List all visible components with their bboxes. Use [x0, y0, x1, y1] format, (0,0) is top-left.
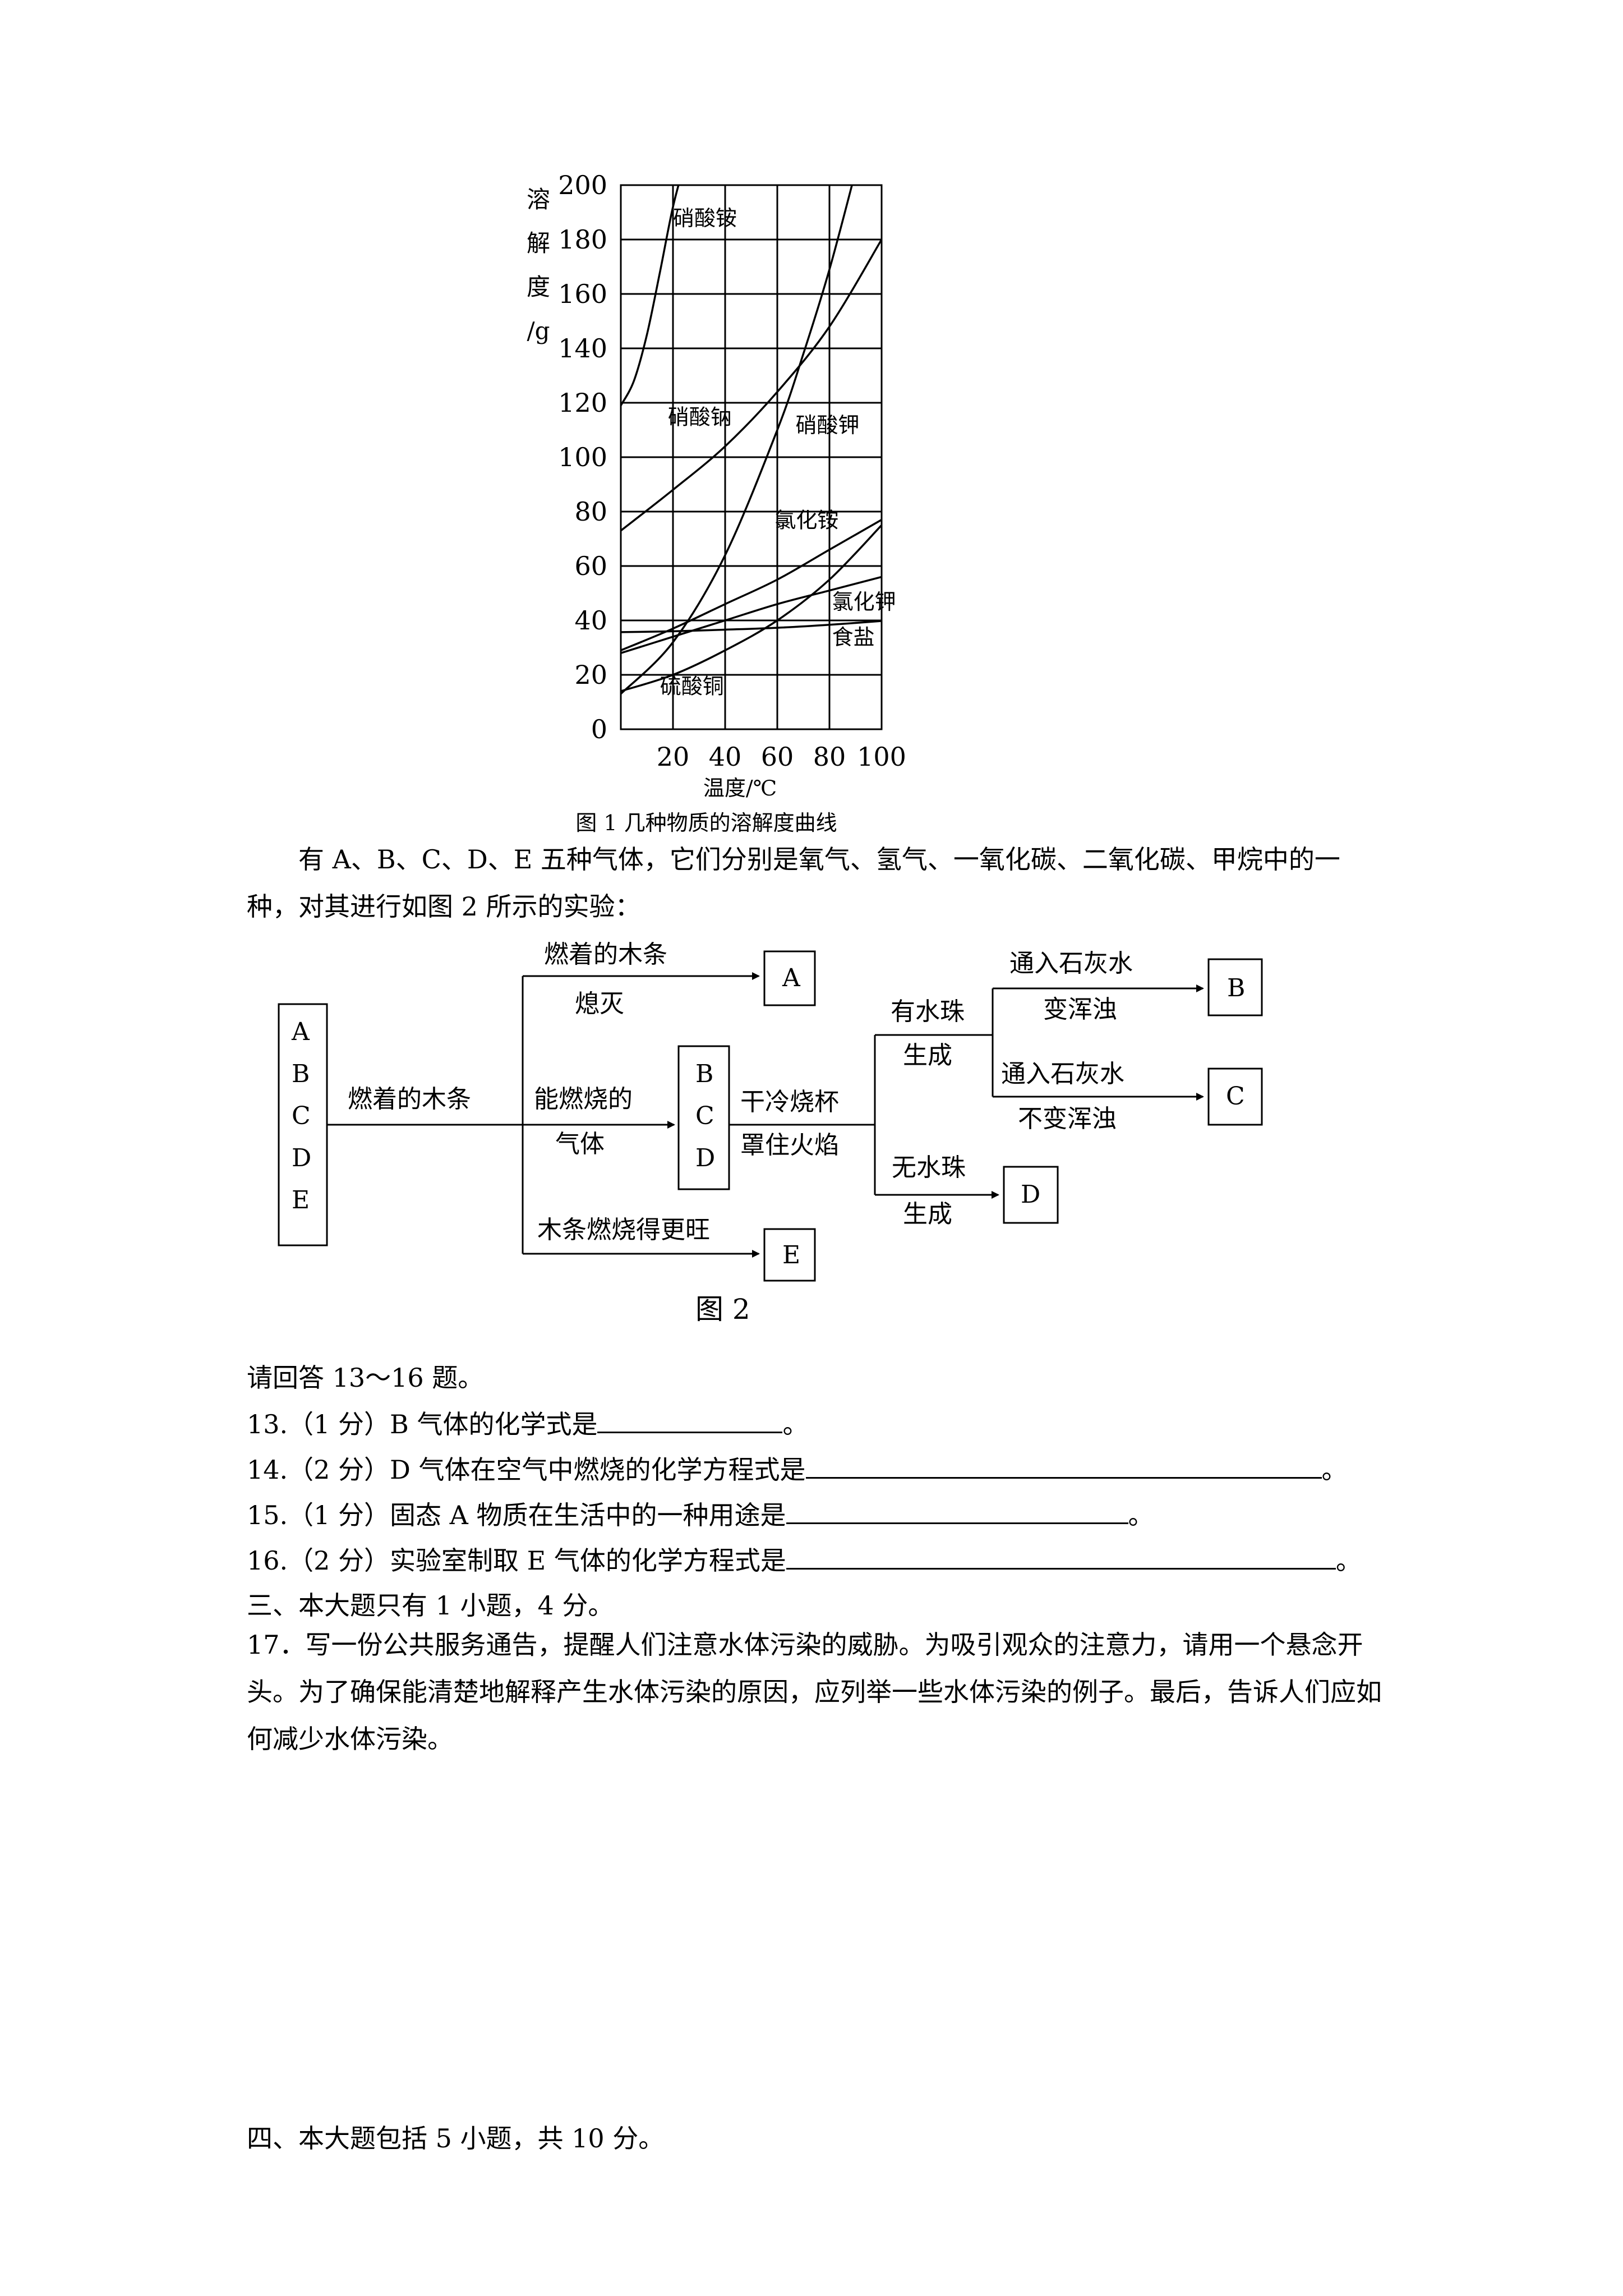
series-label: 氯化钾 [832, 590, 896, 614]
question-14: 14.（2 分）D 气体在空气中燃烧的化学方程式是 。 [247, 1452, 1348, 1487]
lime2-label-1: 通入石灰水 [1001, 1060, 1124, 1088]
box-b-label: B [1227, 974, 1246, 1002]
water-label-1: 有水珠 [891, 997, 965, 1026]
y-tick-label: 0 [591, 714, 607, 744]
mid-box-b: B [695, 1060, 714, 1088]
nowater-label-2: 生成 [903, 1200, 952, 1228]
box-b-frame [1207, 958, 1263, 1016]
question-16-end: 。 [1335, 1545, 1362, 1576]
y-tick-label: 120 [558, 388, 607, 418]
mid-box-c: C [695, 1102, 714, 1130]
series-curve [621, 620, 882, 633]
start-box-d: D [292, 1144, 312, 1172]
y-tick-label: 180 [558, 224, 607, 255]
box-e-label: E [782, 1241, 801, 1269]
mid-label-2: 气体 [555, 1130, 605, 1158]
y-axis-label-char: 解 [527, 229, 550, 257]
x-axis-label: 温度/℃ [703, 776, 777, 800]
series-label: 食盐 [832, 625, 875, 650]
solubility-chart-svg: 0 20 40 60 80 100 120 140 160 180 200 20 40 60 80 100 溶解… [527, 170, 906, 835]
nowater-label-1: 无水珠 [892, 1153, 966, 1182]
plot-frame [620, 184, 883, 730]
y-tick-label: 140 [558, 333, 607, 364]
figure2-caption: 图 2 [695, 1293, 750, 1326]
start-box-c: C [292, 1102, 311, 1130]
y-tick-label: 200 [558, 170, 607, 200]
question-16-text: 16.（2 分）实验室制取 E 气体的化学方程式是 [247, 1545, 786, 1576]
cup-label-1: 干冷烧杯 [740, 1088, 839, 1116]
start-box-e: E [292, 1186, 310, 1214]
question-13: 13.（1 分）B 气体的化学式是 。 [247, 1407, 808, 1441]
solubility-chart: 0 20 40 60 80 100 120 140 160 180 200 20 40 60 80 100 溶解… [505, 163, 987, 835]
y-axis-label-char: /g [527, 317, 550, 344]
series-curve [621, 185, 680, 406]
series-label: 硝酸钠 [668, 404, 732, 429]
section-3-heading: 三、本大题只有 1 小题，4 分。 [247, 1590, 614, 1621]
y-tick-label: 80 [574, 496, 607, 527]
y-tick-label: 20 [574, 660, 607, 690]
x-tick-label: 100 [857, 742, 906, 772]
question-15-end: 。 [1128, 1500, 1154, 1530]
experiment-flow-diagram: A B C D E 燃着的木条 燃着的木条 熄灭 A 能燃烧的 气体 B C D… [269, 940, 1335, 1329]
question-16: 16.（2 分）实验室制取 E 气体的化学方程式是 。 [247, 1543, 1362, 1577]
answer-blank-14[interactable] [805, 1452, 1322, 1479]
series-curve [621, 576, 882, 654]
intro-paragraph: 有 A、B、C、D、E 五种气体，它们分别是氧气、氢气、一氧化碳、二氧化碳、甲烷… [247, 844, 1340, 922]
y-tick-label: 40 [574, 605, 607, 636]
cup-label-2: 罩住火焰 [740, 1131, 839, 1159]
answer-blank-15[interactable] [786, 1498, 1128, 1524]
box-d-frame [1003, 1166, 1059, 1224]
question-15: 15.（1 分）固态 A 物质在生活中的一种用途是 。 [247, 1498, 1154, 1532]
x-tick-label: 20 [657, 742, 690, 772]
y-axis-label-char: 度 [527, 273, 550, 301]
series-label: 硝酸铵 [673, 206, 737, 231]
mid-box-frame [677, 1045, 730, 1190]
series-label: 氯化铵 [774, 508, 838, 533]
bottom-label: 木条燃烧得更旺 [537, 1216, 710, 1244]
x-tick-label: 40 [709, 742, 742, 772]
x-tick-label: 80 [813, 742, 846, 772]
question-14-end: 。 [1321, 1455, 1348, 1485]
y-tick-label: 160 [558, 279, 607, 309]
series-curve [621, 185, 853, 695]
lime1-label-2: 变浑浊 [1043, 995, 1117, 1024]
series-curve [621, 239, 882, 532]
lime1-label-1: 通入石灰水 [1009, 949, 1133, 978]
questions-intro: 请回答 13～16 题。 [247, 1363, 484, 1393]
figure1-caption: 图 1 几种物质的溶解度曲线 [575, 811, 837, 835]
question-14-text: 14.（2 分）D 气体在空气中燃烧的化学方程式是 [247, 1455, 806, 1485]
box-c-label: C [1226, 1082, 1245, 1111]
top-label-1: 燃着的木条 [544, 940, 667, 969]
box-d-label: D [1021, 1180, 1041, 1209]
box-a-frame [763, 950, 816, 1006]
y-tick-label: 100 [558, 442, 607, 472]
answer-blank-13[interactable] [597, 1407, 783, 1433]
y-axis-label-char: 溶 [527, 186, 550, 213]
answer-blank-16[interactable] [786, 1543, 1336, 1570]
box-e-frame [763, 1228, 816, 1282]
series-label: 硫酸铜 [660, 674, 724, 698]
top-label-2: 熄灭 [575, 990, 624, 1018]
x-tick-label: 60 [761, 742, 794, 772]
start-box-b: B [292, 1060, 310, 1088]
series-label: 硝酸钾 [796, 413, 860, 438]
mid-label-1: 能燃烧的 [534, 1085, 633, 1114]
lime2-label-2: 不变浑浊 [1018, 1105, 1117, 1133]
question-13-end: 。 [782, 1409, 809, 1439]
box-a-label: A [782, 964, 800, 992]
section-4-heading: 四、本大题包括 5 小题，共 10 分。 [247, 2123, 665, 2154]
box-c-frame [1207, 1068, 1263, 1126]
mid-box-d: D [695, 1144, 716, 1172]
question-13-text: 13.（1 分）B 气体的化学式是 [247, 1409, 598, 1439]
y-tick-label: 60 [574, 551, 607, 581]
flow-lines [278, 950, 1263, 1282]
arrow1-label: 燃着的木条 [348, 1085, 471, 1114]
question-15-text: 15.（1 分）固态 A 物质在生活中的一种用途是 [247, 1500, 786, 1530]
water-label-2: 生成 [903, 1041, 952, 1070]
question-17: 17．写一份公共服务通告，提醒人们注意水体污染的威胁。为吸引观众的注意力，请用一… [247, 1630, 1382, 1754]
series-curve [621, 524, 882, 692]
start-box-a: A [292, 1018, 310, 1046]
